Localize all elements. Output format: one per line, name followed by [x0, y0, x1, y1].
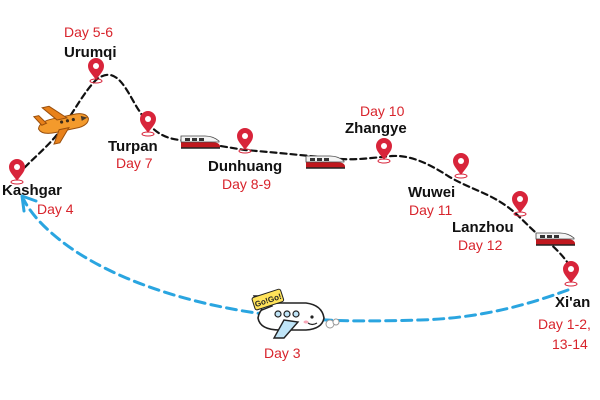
xian-days-line2: 13-14	[552, 336, 588, 352]
zhangye-label: Zhangye	[345, 120, 407, 137]
flight-days: Day 3	[264, 345, 301, 361]
train-icon	[305, 155, 346, 169]
dunhuang-days: Day 8-9	[222, 176, 272, 192]
dunhuang-label: Dunhuang	[208, 158, 283, 175]
flight-arrowhead-icon	[20, 194, 38, 213]
location-pin-icon	[562, 260, 580, 287]
urumqi-label: Urumqi	[64, 44, 117, 61]
lanzhou-days: Day 12	[458, 237, 503, 253]
airplane-icon	[32, 105, 89, 145]
lanzhou-label: Lanzhou	[452, 219, 514, 236]
kashgar-label: Kashgar	[2, 182, 63, 199]
xian-days-line1: Day 1-2,	[538, 316, 591, 332]
turpan-label: Turpan	[108, 138, 158, 155]
train-icon	[180, 135, 221, 149]
location-pin-icon	[511, 190, 529, 217]
turpan-days: Day 7	[116, 155, 153, 171]
location-pin-icon	[87, 57, 105, 84]
urumqi-days: Day 5-6	[64, 24, 114, 40]
location-pin-icon	[375, 137, 393, 164]
kashgar-days: Day 4	[37, 201, 74, 217]
zhangye-days: Day 10	[360, 103, 405, 119]
land-route-line	[16, 73, 574, 272]
train-icon	[535, 232, 576, 246]
location-pin-icon	[8, 158, 26, 185]
location-pin-icon	[236, 127, 254, 154]
location-pin-icon	[452, 152, 470, 179]
wuwei-label: Wuwei	[408, 184, 456, 201]
location-pin-icon	[139, 110, 157, 137]
wuwei-days: Day 11	[409, 202, 453, 218]
xian-label: Xi'an	[555, 294, 591, 311]
